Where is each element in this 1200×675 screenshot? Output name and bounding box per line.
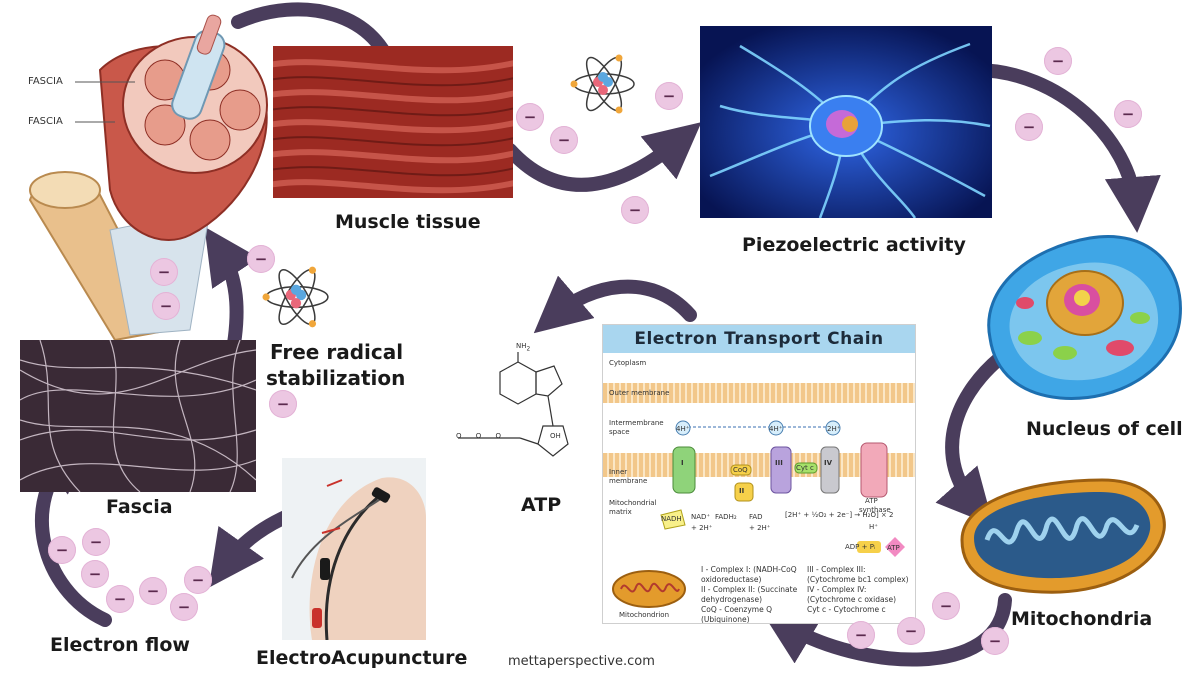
etc-adp-pi: ADP + Pᵢ [845,543,876,551]
electron-ion: − [106,585,134,613]
etc-2h-2: + 2H⁺ [749,524,771,532]
electron-ion: − [150,258,178,286]
etc-complex-1: I [681,459,684,467]
muscle-tissue-image [273,46,513,198]
electron-ion: − [139,577,167,605]
piezoelectric-label: Piezoelectric activity [742,234,966,256]
etc-fadh2: FADH₂ [715,513,737,521]
etc-2h: + 2H⁺ [691,524,713,532]
electron-ion: − [81,560,109,588]
cell-nucleus-image [987,235,1182,400]
etc-proton-2: 4H⁺ [769,425,783,433]
outer-membrane-band [603,383,915,403]
atom-icon [570,54,635,114]
atom-icon-2 [262,266,329,328]
etc-proton-3: 2H⁺ [827,425,841,433]
electron-ion: − [1015,113,1043,141]
etc-matrix-2: matrix [609,508,632,516]
electron-ion: − [152,292,180,320]
electron-ion: − [550,126,578,154]
etc-fad: FAD [749,513,763,521]
atp-phosphate-chain: O O O [456,432,507,440]
electron-ion: − [170,593,198,621]
electron-ion: − [621,196,649,224]
etc-legend-5: IV - Complex IV: (Cytochrome c oxidase) [807,585,897,604]
etc-atp-out: ATP [887,544,900,552]
etc-mitochondrion-caption: Mitochondrion [619,611,670,619]
electron-ion: − [82,528,110,556]
etc-complexes-diagram [660,420,905,557]
fascia-label-bottom: FASCIA [28,116,63,127]
etc-proton-1: 4H⁺ [676,425,690,433]
etc-inner-1: Inner [609,468,628,476]
electron-ion: − [516,103,544,131]
etc-inner-2: membrane [609,477,648,485]
etc-complex-2: II [739,487,745,495]
electroacupuncture-image [282,458,426,640]
etc-coq: CoQ [733,466,748,474]
electron-ion: − [981,627,1009,655]
etc-intermembrane-1: Intermembrane [609,419,664,427]
fascia-label: Fascia [106,496,173,518]
mitochondria-label: Mitochondria [1011,608,1153,630]
etc-intermembrane-2: space [609,428,630,436]
etc-legend-6: Cyt c - Cytochrome c [807,605,886,614]
nucleus-label: Nucleus of cell [1026,418,1183,440]
muscle-tissue-label: Muscle tissue [335,211,481,233]
etc-matrix-1: Mitochondrial [609,499,657,507]
atp-nh2-label: NH2 [516,342,531,353]
etc-legend-1: I - Complex I: (NADH-CoQ oxidoreductase) [701,565,797,584]
electron-ion: − [897,617,925,645]
arrow-muscle-to-piezo [503,122,702,192]
free-radical-label-line1: Free radical [270,340,404,364]
etc-legend-3: CoQ - Coenzyme Q (Ubiquinone) [701,605,772,624]
arrow-mito-to-etc [760,593,1012,667]
electron-ion: − [655,82,683,110]
electron-ion: − [1114,100,1142,128]
etc-atp-synthase-2: synthase [859,506,891,514]
free-radical-label-line2: stabilization [266,366,406,390]
etc-atp-synthase-1: ATP [865,497,878,505]
electron-ion: − [48,536,76,564]
etc-legend-col1: I - Complex I: (NADH-CoQ oxidoreductase)… [701,565,801,624]
etc-outer-membrane: Outer membrane [609,389,670,397]
website-credit: mettaperspective.com [508,654,655,669]
etc-nadh: NADH [661,515,682,523]
electron-ion: − [932,592,960,620]
etc-legend-2: II - Complex II: (Succinate dehydrogenas… [701,585,798,604]
atp-oh-label: OH [550,432,561,440]
piezoelectric-neuron-image [700,26,992,218]
muscle-fascia-illustration [28,14,268,340]
etc-cytoplasm: Cytoplasm [609,359,647,367]
fascia-label-top: FASCIA [28,76,63,87]
etc-title: Electron Transport Chain [603,325,915,353]
atp-label: ATP [521,494,562,516]
arrow-piezo-to-nucleus [968,63,1161,233]
etc-legend-col2: III - Complex III: (Cytochrome bc1 compl… [807,565,911,615]
etc-complex-3: III [775,459,783,467]
atp-molecule-diagram [458,352,569,457]
etc-water-eq: [2H⁺ + ½O₂ + 2e⁻] → H₂O] × 2 [785,511,894,519]
etc-complex-4: IV [824,459,833,467]
etc-cytc: Cyt c [796,464,814,472]
electron-ion: − [847,621,875,649]
fascia-image [20,340,256,492]
electron-ion: − [1044,47,1072,75]
arrow-etc-to-atp [533,275,697,334]
etc-panel: Electron Transport Chain Cytoplasm Outer… [602,324,916,624]
electron-ion: − [184,566,212,594]
arrow-nucleus-to-mito [935,351,1007,526]
electroacupuncture-label: ElectroAcupuncture [256,647,468,669]
etc-mitochondrion-thumb [612,570,686,608]
etc-legend-4: III - Complex III: (Cytochrome bc1 compl… [807,565,909,584]
electron-ion: − [247,245,275,273]
etc-nad: NAD⁺ [691,513,711,521]
electron-ion: − [269,390,297,418]
mitochondria-image [960,478,1166,594]
electron-flow-label: Electron flow [50,634,190,656]
etc-h-plus: H⁺ [869,523,878,531]
